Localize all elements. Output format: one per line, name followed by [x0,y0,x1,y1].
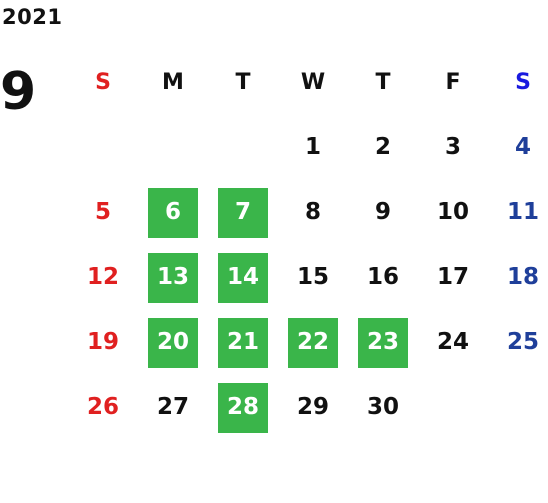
day-cell[interactable]: 16 [348,245,418,310]
day-cell[interactable]: 5 [68,180,138,245]
day-label: 16 [366,264,399,290]
highlighted-day-label: 22 [288,317,338,368]
day-cell[interactable]: 28 [208,375,278,440]
day-cell[interactable]: 4 [488,115,548,180]
highlighted-day-label: 14 [218,252,268,303]
day-cell[interactable]: 3 [418,115,488,180]
day-cell[interactable]: 19 [68,310,138,375]
day-cell[interactable]: 11 [488,180,548,245]
weekday-header: T [235,69,251,95]
highlighted-day-label: 21 [218,317,268,368]
day-label: 4 [514,134,531,160]
day-cell[interactable]: 30 [348,375,418,440]
empty-cell [68,115,138,180]
day-label: 2 [374,134,391,160]
day-label: 12 [86,264,119,290]
day-cell[interactable]: 10 [418,180,488,245]
day-cell[interactable]: 29 [278,375,348,440]
highlighted-day-label: 28 [218,382,268,433]
day-cell[interactable]: 6 [138,180,208,245]
day-cell[interactable]: 2 [348,115,418,180]
day-cell[interactable]: 21 [208,310,278,375]
month-number: 9 [0,62,37,122]
highlighted-day-label: 6 [148,187,198,238]
empty-cell [138,115,208,180]
year-label: 2021 [2,5,63,29]
weekday-header: M [162,69,184,95]
day-label: 10 [436,199,469,225]
day-cell[interactable]: 9 [348,180,418,245]
weekday-header: T [375,69,391,95]
highlighted-day-label: 23 [358,317,408,368]
highlighted-day-label: 13 [148,252,198,303]
day-label: 3 [444,134,461,160]
weekday-header: S [515,69,531,95]
day-label: 25 [506,329,539,355]
day-label: 9 [374,199,391,225]
day-label: 15 [296,264,329,290]
day-label: 29 [296,394,329,420]
day-cell[interactable]: 15 [278,245,348,310]
day-label: 27 [156,394,189,420]
highlighted-day-label: 20 [148,317,198,368]
day-cell[interactable]: 23 [348,310,418,375]
day-cell[interactable]: 18 [488,245,548,310]
day-cell[interactable]: 20 [138,310,208,375]
day-label: 1 [304,134,321,160]
day-cell[interactable]: 24 [418,310,488,375]
day-cell[interactable]: 8 [278,180,348,245]
day-label: 8 [304,199,321,225]
day-cell[interactable]: 13 [138,245,208,310]
day-label: 19 [86,329,119,355]
empty-cell [208,115,278,180]
weekday-header: W [300,69,326,95]
day-label: 5 [94,199,111,225]
day-label: 26 [86,394,119,420]
day-cell[interactable]: 14 [208,245,278,310]
highlighted-day-label: 7 [218,187,268,238]
day-label: 11 [506,199,539,225]
day-cell[interactable]: 26 [68,375,138,440]
day-cell[interactable]: 7 [208,180,278,245]
day-label: 17 [436,264,469,290]
day-cell[interactable]: 27 [138,375,208,440]
day-cell[interactable]: 12 [68,245,138,310]
day-label: 24 [436,329,469,355]
day-cell[interactable]: 25 [488,310,548,375]
day-cell[interactable]: 22 [278,310,348,375]
day-label: 18 [506,264,539,290]
day-cell[interactable]: 17 [418,245,488,310]
day-label: 30 [366,394,399,420]
day-cell[interactable]: 1 [278,115,348,180]
weekday-header: S [95,69,111,95]
weekday-header: F [445,69,461,95]
